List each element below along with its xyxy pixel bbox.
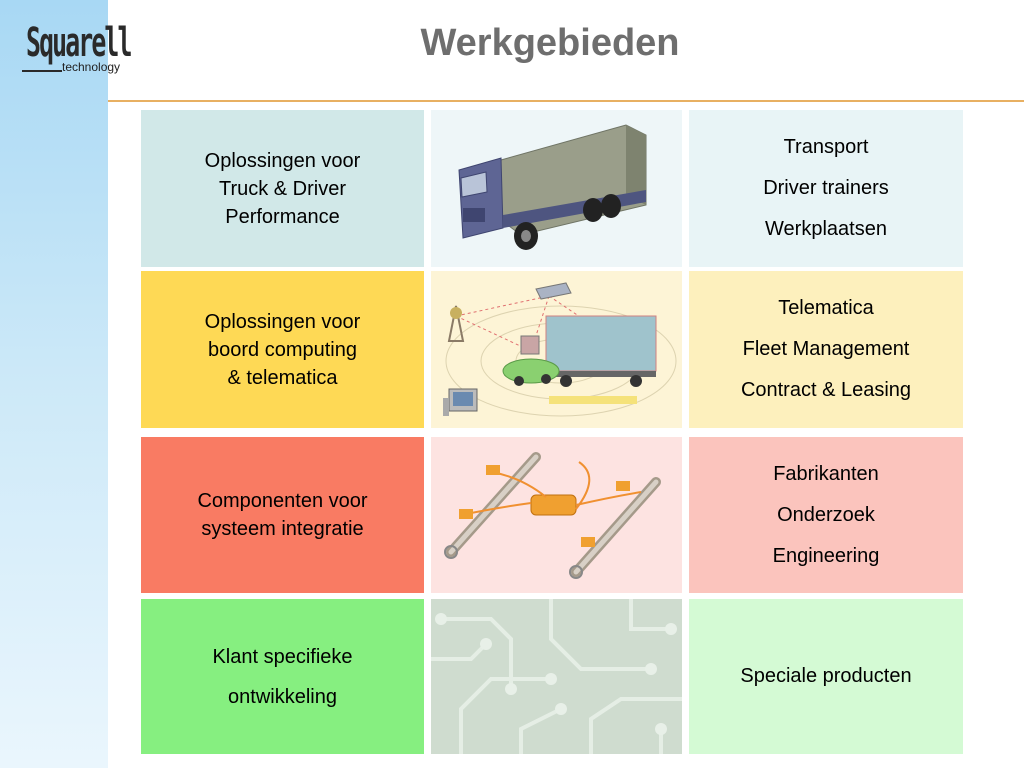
category-line: Klant specifieke (212, 645, 353, 668)
category-line: Oplossingen voor (204, 149, 361, 172)
truck-illustration (431, 110, 682, 267)
category-cell: Oplossingen voor Truck & Driver Performa… (141, 110, 424, 267)
circuit-board-illustration (431, 599, 682, 754)
application-item: Speciale producten (740, 665, 912, 687)
application-item: Werkplaatsen (765, 218, 887, 240)
application-list: Transport Driver trainers Werkplaatsen (689, 110, 963, 267)
category-line: ontwikkeling (228, 685, 337, 708)
application-list: Speciale producten (689, 599, 963, 754)
category-line: Componenten voor (197, 490, 368, 512)
application-item: Engineering (772, 544, 880, 567)
page-title: Werkgebieden (420, 22, 680, 64)
logo-wordmark: Squarell (26, 20, 132, 66)
application-item: Fabrikanten (773, 462, 879, 485)
category-cell: Oplossingen voor boord computing & telem… (141, 271, 424, 428)
category-line: & telematica (227, 366, 338, 389)
application-item: Onderzoek (777, 503, 875, 526)
telematics-illustration (431, 271, 682, 428)
application-item: Contract & Leasing (740, 379, 912, 401)
application-item: Fleet Management (742, 338, 910, 360)
category-line: boord computing (208, 338, 357, 361)
category-line: Oplossingen voor (204, 310, 361, 333)
category-cell: Klant specifieke ontwikkeling (141, 599, 424, 754)
category-line: Truck & Driver (218, 177, 347, 200)
application-list: Fabrikanten Onderzoek Engineering (689, 437, 963, 593)
application-item: Transport (783, 136, 869, 158)
category-line: Performance (225, 205, 340, 228)
category-line: systeem integratie (201, 518, 364, 540)
logo-underline (22, 70, 62, 72)
squarell-logo: Squarell technology (22, 18, 147, 78)
left-gradient-bar (0, 0, 108, 768)
application-list: Telematica Fleet Management Contract & L… (689, 271, 963, 428)
title-divider (108, 100, 1024, 102)
application-item: Telematica (778, 297, 874, 319)
logo-tagline: technology (62, 60, 121, 74)
category-cell: Componenten voor systeem integratie (141, 437, 424, 593)
components-illustration (431, 437, 682, 593)
application-item: Driver trainers (763, 177, 889, 199)
